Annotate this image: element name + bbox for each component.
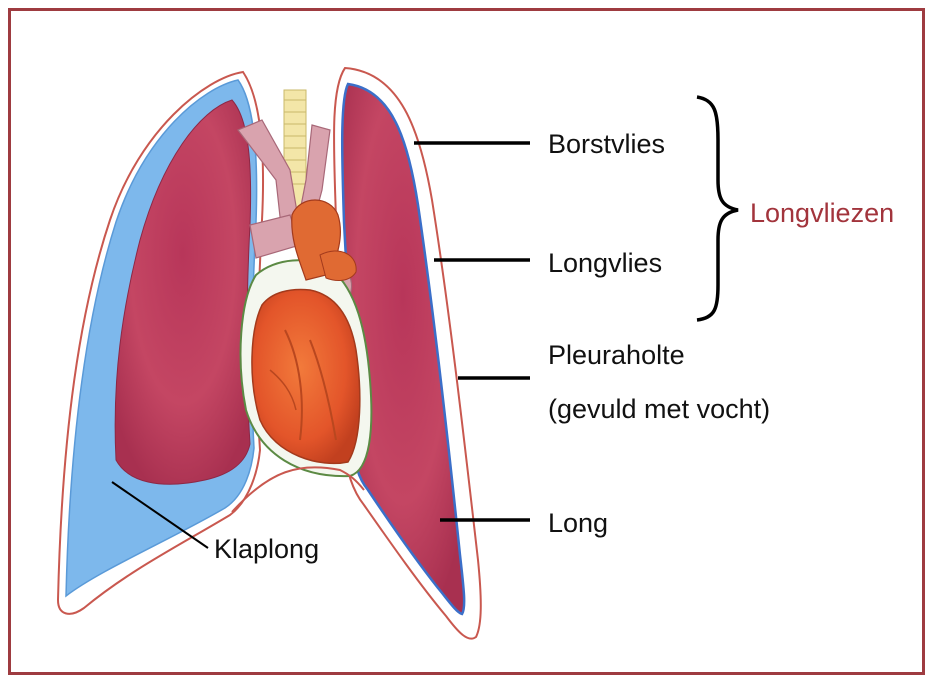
label-long: Long — [548, 508, 608, 538]
brace-icon — [697, 97, 738, 320]
label-pleuraholte: Pleuraholte — [548, 340, 685, 370]
left-collapsed-lung — [115, 100, 251, 484]
label-longvlies: Longvlies — [548, 248, 662, 278]
label-pleuraholte-note: (gevuld met vocht) — [548, 394, 770, 424]
label-longvliezen: Longvliezen — [750, 198, 894, 228]
label-borstvlies: Borstvlies — [548, 129, 665, 159]
label-klaplong: Klaplong — [214, 534, 319, 564]
